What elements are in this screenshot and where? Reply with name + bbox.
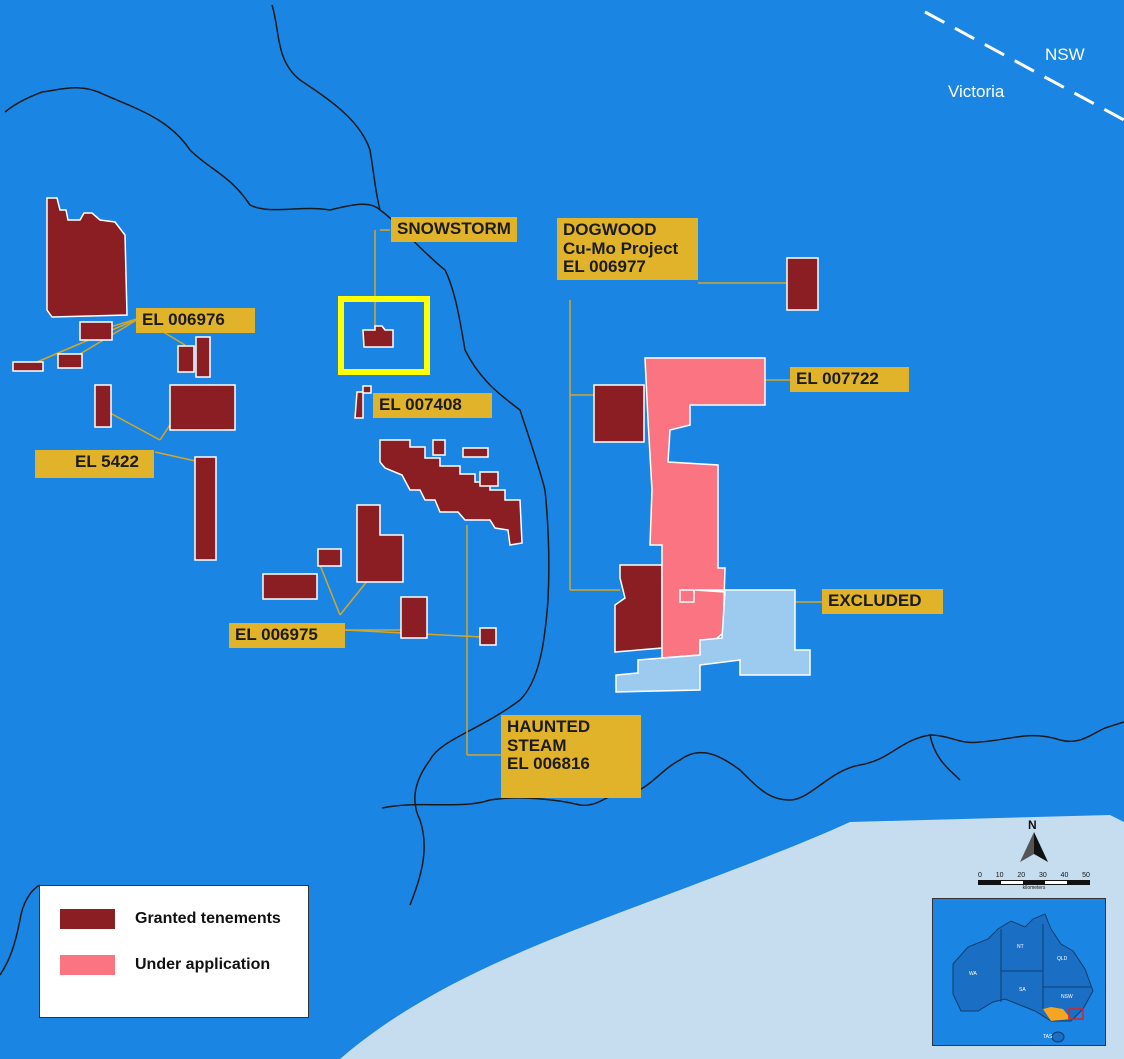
excluded-label: EXCLUDED bbox=[822, 589, 943, 614]
haunted-line-3: EL 006816 bbox=[507, 754, 590, 774]
state-border bbox=[924, 10, 1124, 122]
dogwood-line-2: Cu-Mo Project bbox=[563, 238, 679, 258]
north-label: N bbox=[1028, 818, 1037, 832]
australia-inset-map: WA NT SA QLD NSW TAS bbox=[932, 898, 1106, 1046]
haunted-line-2: STEAM bbox=[507, 735, 567, 755]
inset-label-sa: SA bbox=[1019, 987, 1026, 993]
ocean-area bbox=[340, 815, 1124, 1059]
inset-label-wa: WA bbox=[969, 971, 977, 977]
granted-tenements bbox=[12, 197, 819, 653]
scale-unit: kilometers bbox=[1022, 885, 1046, 891]
legend-row-application: Under application bbox=[60, 953, 270, 977]
dogwood-label: DOGWOOD Cu-Mo Project EL 006977 bbox=[557, 218, 698, 281]
legend-row-granted: Granted tenements bbox=[60, 907, 281, 931]
snowstorm-highlight bbox=[338, 296, 430, 375]
application-swatch bbox=[60, 955, 115, 975]
application-area-small bbox=[679, 589, 695, 603]
victoria-label: Victoria bbox=[948, 82, 1005, 101]
el006976-label: EL 006976 bbox=[136, 308, 255, 333]
el007722-label: EL 007722 bbox=[790, 367, 909, 392]
australia-outline bbox=[933, 899, 1105, 1045]
dogwood-line-3: EL 006977 bbox=[563, 257, 646, 277]
application-legend-text: Under application bbox=[135, 956, 271, 973]
dogwood-line-1: DOGWOOD bbox=[563, 220, 657, 239]
map-legend: Granted tenements Under application bbox=[39, 885, 309, 1018]
el007408-label: EL 007408 bbox=[373, 393, 492, 418]
scale-line bbox=[978, 880, 1090, 885]
granted-legend-text: Granted tenements bbox=[135, 910, 281, 927]
snowstorm-label: SNOWSTORM bbox=[391, 217, 517, 242]
granted-swatch bbox=[60, 909, 115, 929]
inset-label-tas: TAS bbox=[1043, 1034, 1053, 1040]
nsw-label: NSW bbox=[1045, 45, 1085, 64]
haunted-steam-label: HAUNTED STEAM EL 006816 bbox=[501, 715, 641, 798]
boundary-lines bbox=[0, 4, 1124, 976]
el5422-label: EL 5422 bbox=[35, 450, 154, 478]
el006975-label: EL 006975 bbox=[229, 623, 345, 648]
inset-label-nt: NT bbox=[1017, 944, 1024, 950]
excluded-area bbox=[615, 589, 811, 693]
haunted-line-1: HAUNTED bbox=[507, 717, 591, 736]
inset-label-qld: QLD bbox=[1057, 956, 1068, 962]
north-arrow-icon bbox=[1020, 832, 1048, 862]
inset-label-nsw: NSW bbox=[1061, 994, 1073, 1000]
